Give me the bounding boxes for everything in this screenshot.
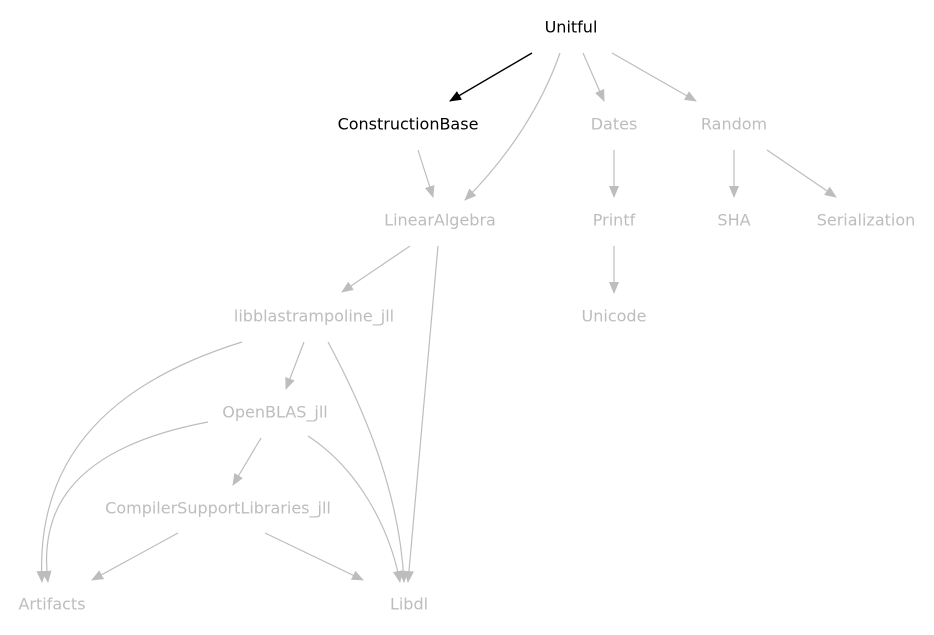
edge-unitful-to-linearalgebra	[464, 52, 561, 201]
node-compilersupport[interactable]: CompilerSupportLibraries_jll	[105, 499, 331, 519]
node-libdl[interactable]: Libdl	[390, 595, 428, 614]
node-artifacts[interactable]: Artifacts	[18, 595, 85, 614]
edge-libblastrampoline-to-openblas	[285, 341, 305, 390]
node-linearalgebra[interactable]: LinearAlgebra	[384, 211, 496, 230]
node-random[interactable]: Random	[701, 115, 767, 134]
node-unicode[interactable]: Unicode	[582, 307, 647, 326]
node-sha[interactable]: SHA	[717, 211, 750, 230]
edge-libblastrampoline-to-artifacts	[36, 341, 243, 583]
edge-layer	[36, 52, 837, 583]
edge-compilersupport-to-artifacts	[91, 532, 179, 581]
edge-unitful-to-dates	[582, 52, 605, 102]
edge-libblastrampoline-to-libdl	[327, 341, 409, 583]
edge-openblas-to-artifacts	[41, 421, 209, 583]
edge-random-to-serialization	[766, 149, 837, 198]
edge-openblas-to-compilersupport	[232, 437, 262, 486]
node-openblas[interactable]: OpenBLAS_jll	[222, 403, 327, 423]
edge-unitful-to-random	[611, 52, 697, 102]
node-unitful[interactable]: Unitful	[545, 18, 598, 37]
node-serialization[interactable]: Serialization	[817, 211, 916, 230]
edge-constructionbase-to-linearalgebra	[417, 149, 435, 198]
edge-compilersupport-to-libdl	[264, 532, 364, 581]
edge-linearalgebra-to-libblastrampoline	[341, 245, 411, 293]
edge-unitful-to-constructionbase	[449, 52, 533, 102]
edge-linearalgebra-to-libdl	[403, 245, 439, 583]
node-constructionbase[interactable]: ConstructionBase	[338, 115, 479, 134]
edge-openblas-to-libdl	[307, 435, 403, 583]
node-printf[interactable]: Printf	[593, 211, 636, 230]
node-libblastrampoline[interactable]: libblastrampoline_jll	[234, 307, 394, 327]
node-dates[interactable]: Dates	[591, 115, 638, 134]
